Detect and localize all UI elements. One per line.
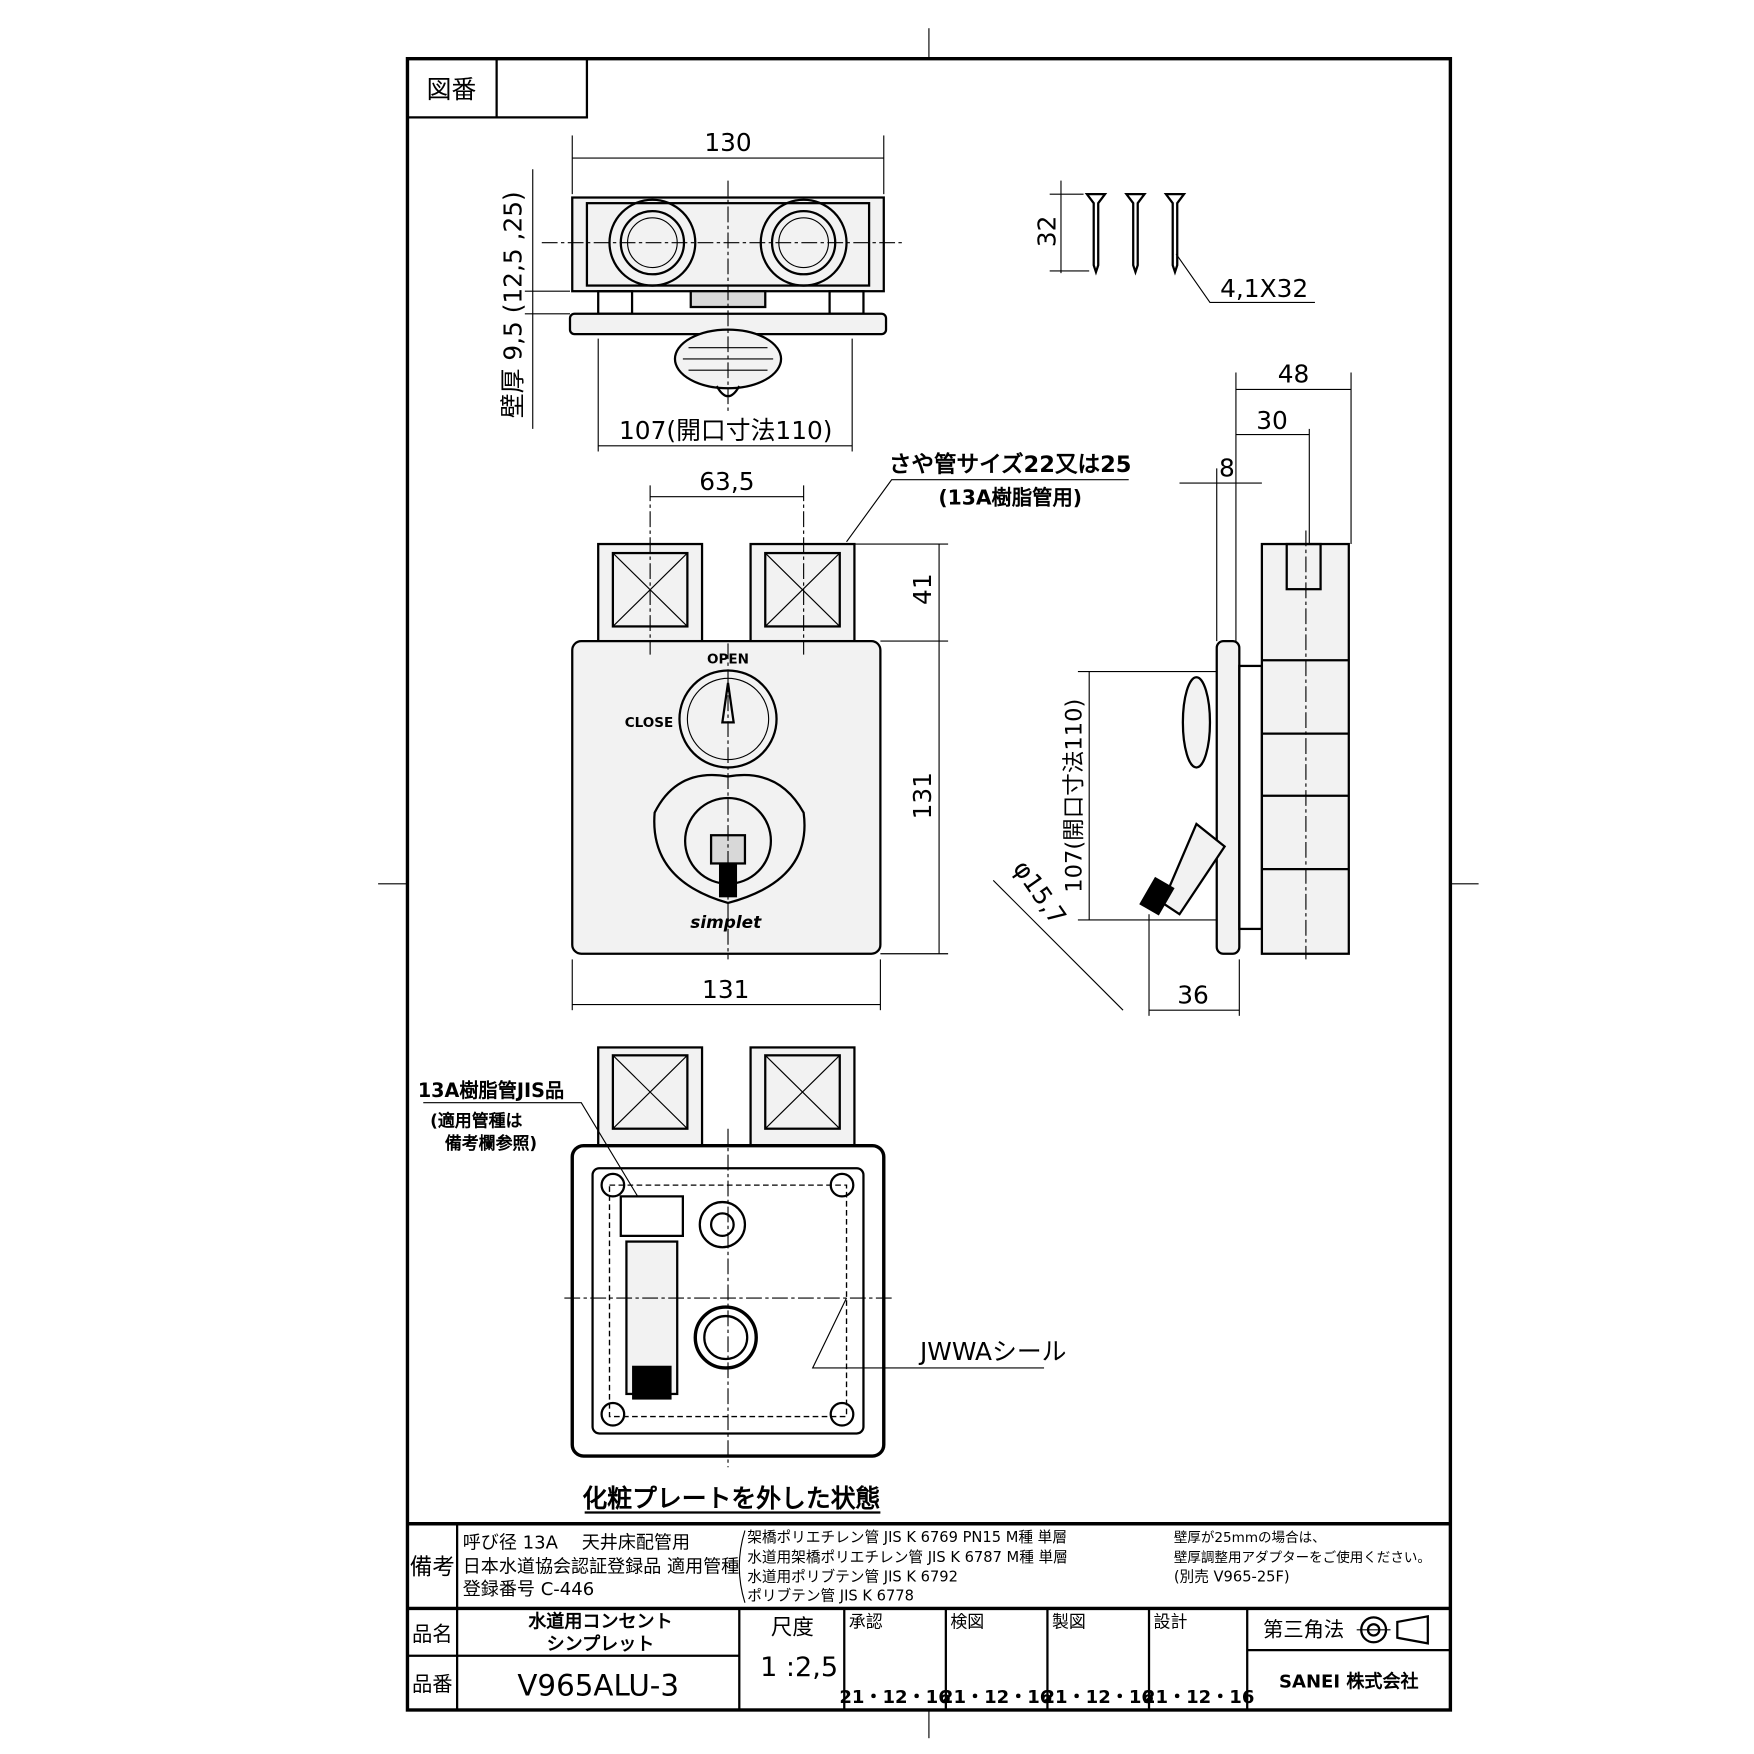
approval-date: 21・12・16 xyxy=(839,1687,950,1708)
notes-label: 備考 xyxy=(410,1555,455,1581)
top-width-dim: 130 xyxy=(704,128,751,157)
scale-label: 尺度 xyxy=(771,1615,814,1640)
close-label: CLOSE xyxy=(625,715,674,731)
top-opening-dim: 107(開口寸法110) xyxy=(619,416,832,445)
top-view: 130 107(開口寸法110) 壁厚 9,5 (12,5 ,25) xyxy=(498,128,903,452)
bottom-caption: 化粧プレートを外した状態 xyxy=(582,1484,880,1513)
projection-label: 第三角法 xyxy=(1263,1618,1344,1642)
wall-thickness-dim: 壁厚 9,5 (12,5 ,25) xyxy=(498,191,527,418)
name-label: 品名 xyxy=(412,1622,453,1646)
pipe-height-dim: 41 xyxy=(908,573,937,605)
open-label: OPEN xyxy=(707,652,749,668)
pipe-label-1: 13A樹脂管JIS品 xyxy=(418,1079,564,1102)
approval-label: 承認 xyxy=(849,1612,883,1632)
sleeve-note-2: (13A樹脂管用) xyxy=(938,486,1082,510)
brand-mark: simplet xyxy=(690,912,762,932)
side-dim-48: 48 xyxy=(1278,360,1310,389)
socket-cover xyxy=(653,773,806,905)
front-height-dim: 131 xyxy=(908,772,937,819)
pipe-right xyxy=(749,542,856,643)
note-line: ポリブテン管 JIS K 6778 xyxy=(747,1586,914,1604)
notes-block: 備考 呼び径 13A 天井床配管用 日本水道協会認証登録品 適用管種 登録番号 … xyxy=(407,1522,1451,1609)
seal-label: JWWAシール xyxy=(918,1337,1067,1366)
note-line: 水道用ポリブテン管 JIS K 6792 xyxy=(747,1567,958,1585)
front-width-dim: 131 xyxy=(702,975,749,1004)
side-dim-8: 8 xyxy=(1219,453,1235,482)
side-dim-36: 36 xyxy=(1177,980,1209,1009)
approval-date: 21・12・16 xyxy=(1043,1687,1154,1708)
screw-spec: 4,1X32 xyxy=(1220,274,1308,303)
scale-value: 1 :2,5 xyxy=(760,1652,838,1683)
side-dim-30: 30 xyxy=(1256,406,1288,435)
product-number: V965ALU-3 xyxy=(517,1668,679,1702)
front-view: OPEN CLOSE simplet 63,5 さや管サイズ22又は25 (13… xyxy=(571,451,1132,1011)
pipe-label-3: 備考欄参照) xyxy=(445,1133,537,1153)
note-line: (別売 V965-25F) xyxy=(1174,1568,1290,1585)
bottom-view: 13A樹脂管JIS品 (適用管種は 備考欄参照) JWWAシール 化粧プレートを… xyxy=(418,1046,1067,1514)
approval-date: 21・12・16 xyxy=(941,1687,1052,1708)
note-line: 呼び径 13A 天井床配管用 xyxy=(463,1533,690,1554)
drawing-number-box: 図番 xyxy=(406,57,589,119)
product-name-2: シンプレット xyxy=(547,1633,655,1655)
note-line: 水道用架橋ポリエチレン管 JIS K 6787 M種 単層 xyxy=(747,1549,1068,1566)
product-name-1: 水道用コンセント xyxy=(528,1611,672,1633)
drawing-number-label: 図番 xyxy=(427,75,477,104)
side-view: 48 30 8 107(開口寸法110) φ15,7 36 xyxy=(992,360,1352,1016)
note-line: 架橋ポリエチレン管 JIS K 6769 PN15 M種 単層 xyxy=(747,1529,1067,1546)
note-line: 登録番号 C-446 xyxy=(463,1579,594,1600)
pipe-label-2: (適用管種は xyxy=(430,1110,522,1130)
screws: 32 4,1X32 xyxy=(1032,180,1315,304)
approval-label: 製図 xyxy=(1052,1612,1086,1632)
third-angle-projection-icon xyxy=(1356,1614,1429,1645)
approval-date: 21・12・16 xyxy=(1143,1687,1254,1708)
approval-label: 検図 xyxy=(950,1612,984,1632)
title-block: 品名 水道用コンセント シンプレット 品番 V965ALU-3 尺度 1 :2,… xyxy=(407,1606,1451,1710)
side-opening-dim: 107(開口寸法110) xyxy=(1061,699,1087,893)
note-line: 壁厚が25mmの場合は、 xyxy=(1174,1530,1326,1546)
screw-length-dim: 32 xyxy=(1032,216,1061,248)
pipe-pitch-dim: 63,5 xyxy=(699,467,754,496)
company-name: SANEI 株式会社 xyxy=(1279,1670,1419,1692)
note-line: 壁厚調整用アダプターをご使用ください。 xyxy=(1174,1549,1431,1566)
sleeve-note-1: さや管サイズ22又は25 xyxy=(889,451,1132,478)
number-label: 品番 xyxy=(412,1672,453,1696)
note-line: 日本水道協会認証登録品 適用管種 xyxy=(463,1556,739,1577)
approval-label: 設計 xyxy=(1154,1612,1188,1632)
